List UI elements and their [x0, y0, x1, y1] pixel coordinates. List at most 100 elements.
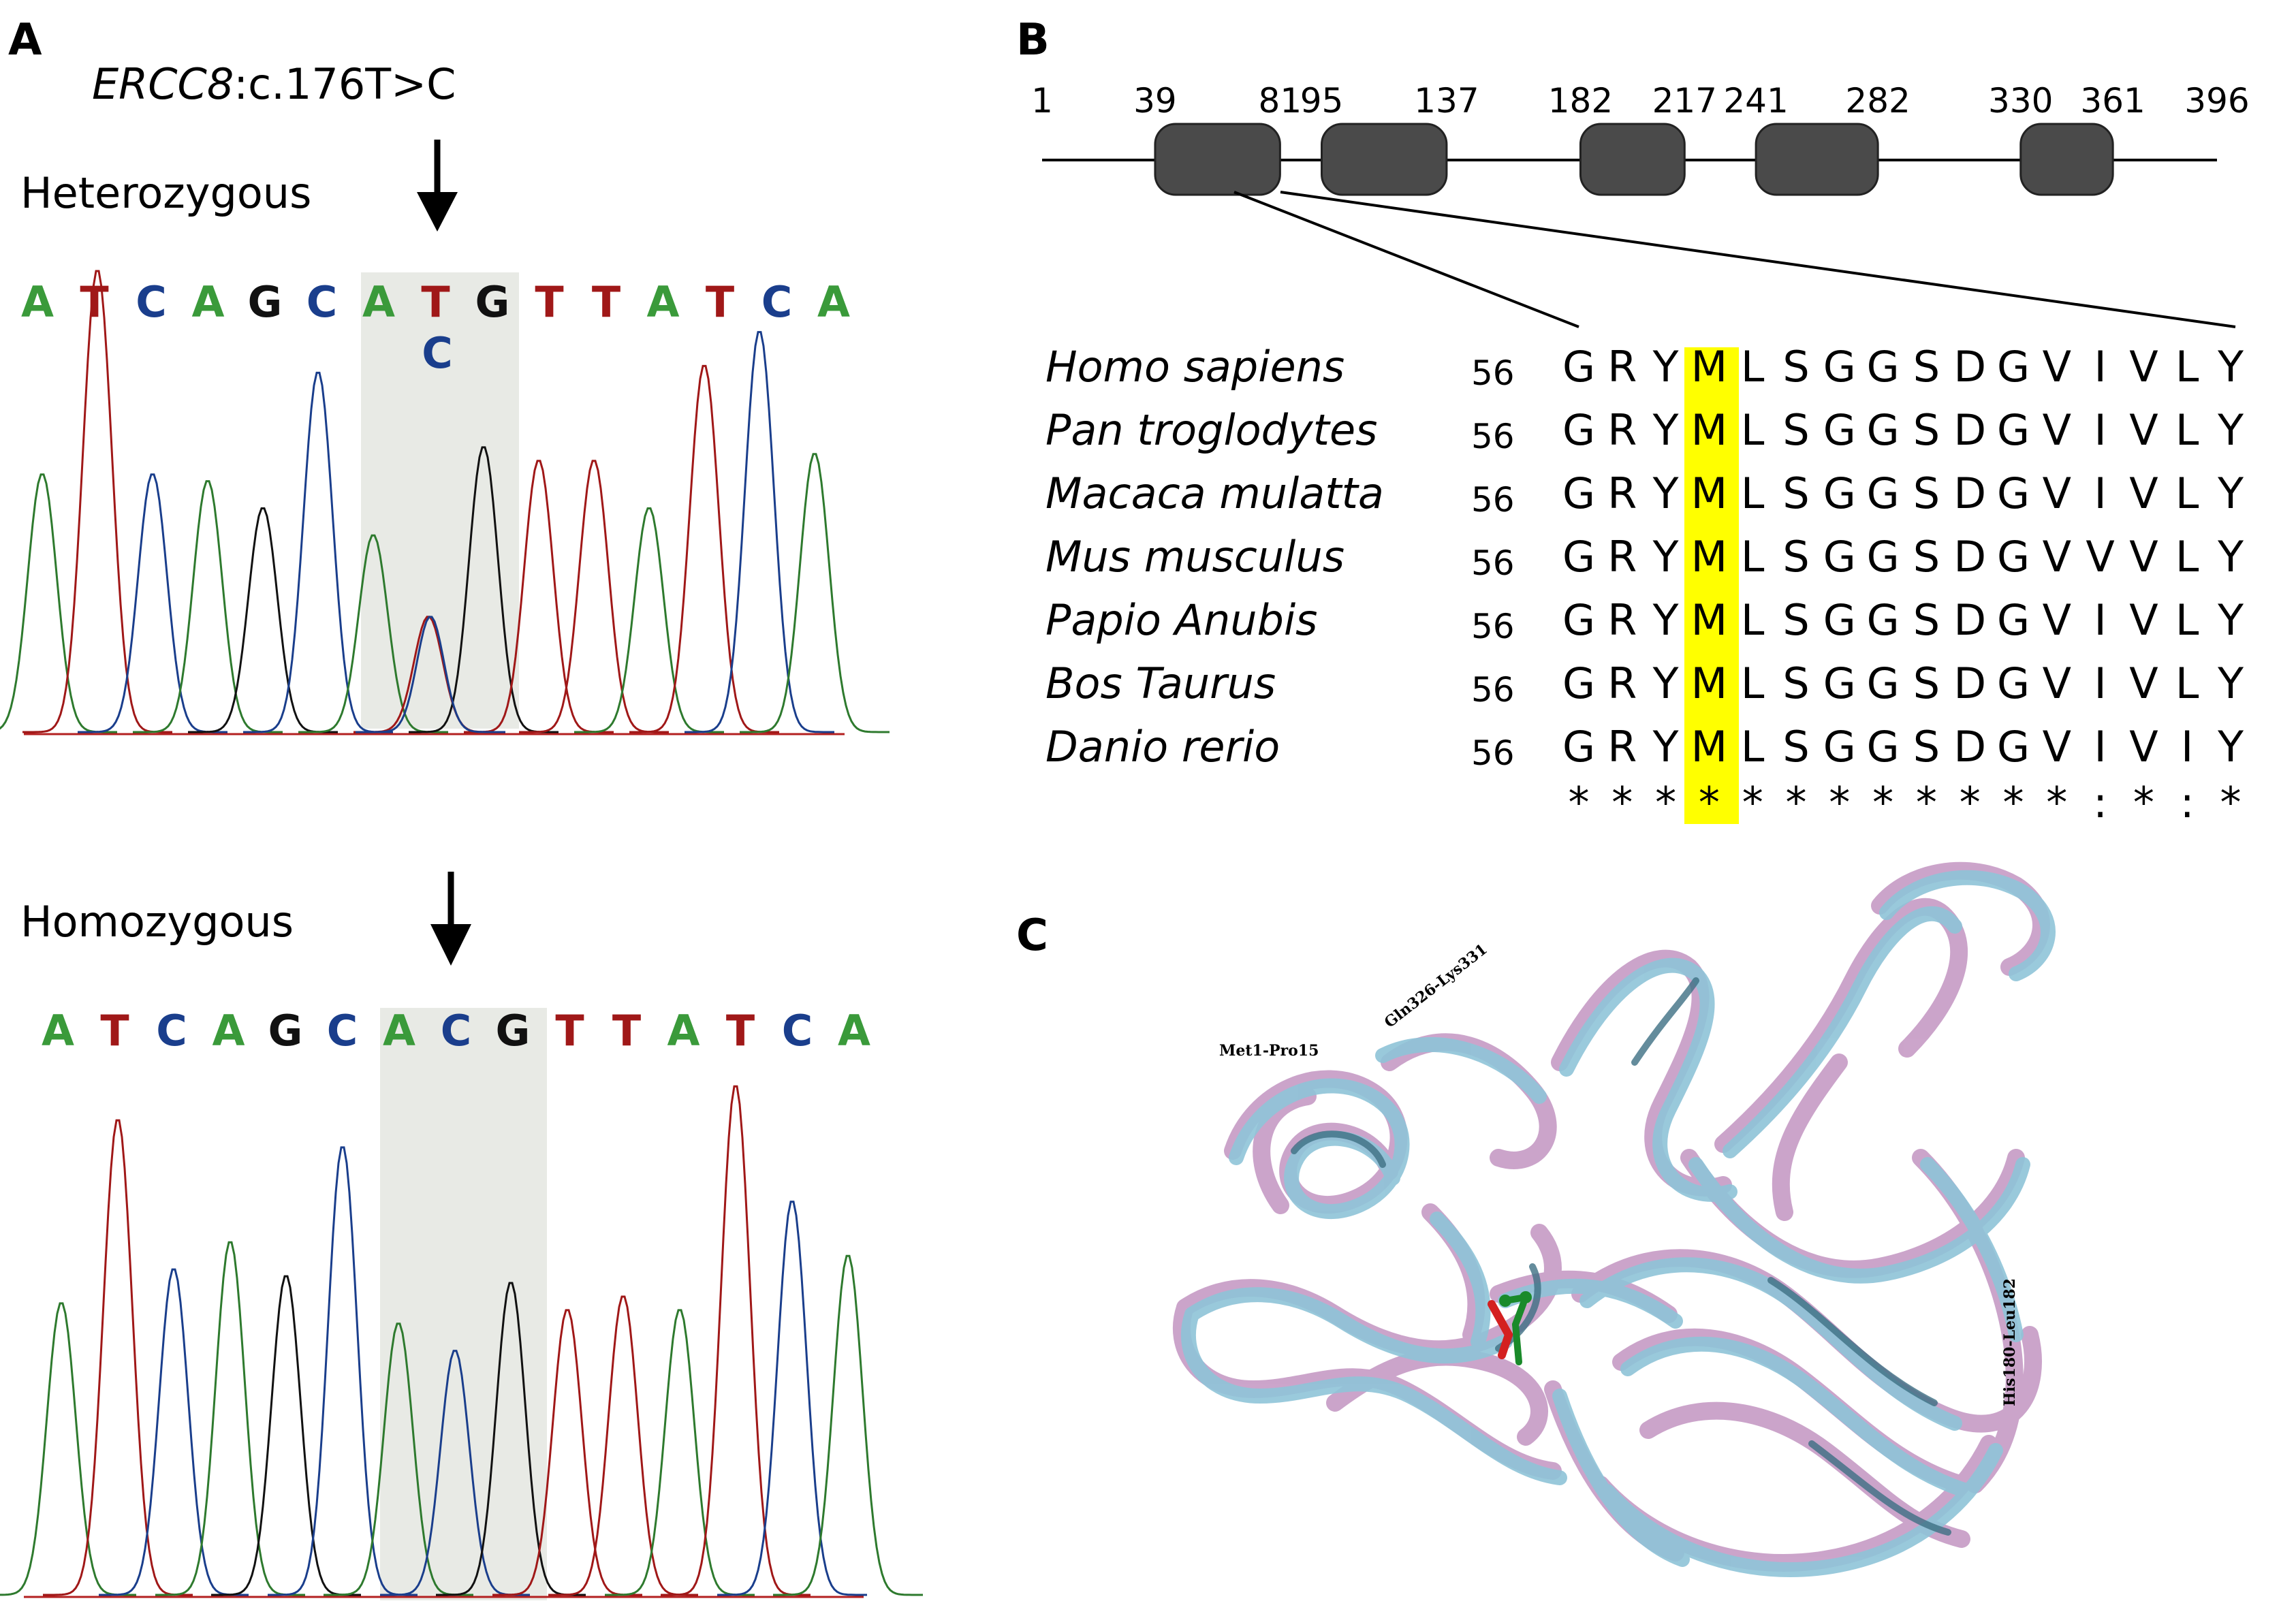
residue: R — [1607, 469, 1637, 518]
homozygous-base-call: A — [667, 1006, 700, 1056]
heterozygous-base-call: A — [21, 277, 54, 327]
residue: G — [1562, 532, 1595, 582]
conservation-mark: * — [1829, 778, 1850, 827]
arrow-down-icon — [417, 140, 458, 232]
residue: G — [1997, 595, 2030, 645]
homozygous-base-call: A — [838, 1006, 870, 1056]
heterozygous-base-call: G — [475, 277, 510, 327]
position-label: 396 — [2184, 81, 2249, 121]
homozygous-highlight — [380, 1008, 547, 1600]
residue: Y — [2217, 722, 2244, 772]
alignment-start: 56 — [1471, 670, 1515, 710]
residue: Y — [2217, 342, 2244, 392]
annotation-gln326-lys331: Gln326-Lys331 — [1381, 940, 1491, 1032]
residue: G — [1562, 342, 1595, 392]
residue: S — [1913, 722, 1940, 772]
protein-structure-overlay — [1173, 861, 2056, 1577]
residue: G — [1867, 532, 1900, 582]
homozygous-trace-peak — [211, 1275, 361, 1596]
heterozygous-base-call: T — [706, 277, 734, 327]
heterozygous-trace-peak — [22, 270, 172, 733]
residue: I — [2094, 405, 2106, 455]
residue: G — [1823, 595, 1856, 645]
homozygous-base-call: C — [156, 1006, 187, 1056]
residue: V — [2129, 342, 2158, 392]
panel-a-letter: A — [8, 15, 42, 65]
residue: V — [2129, 722, 2158, 772]
conservation-mark: * — [1872, 778, 1893, 827]
structure-model-b — [1181, 870, 2056, 1577]
heterozygous-base-call: T — [421, 277, 450, 327]
homozygous-trace-peak — [155, 1241, 305, 1596]
residue: V — [2129, 595, 2158, 645]
species-name: Pan troglodytes — [1045, 405, 1377, 455]
alignment-start: 56 — [1471, 607, 1515, 646]
wd-repeat-domain — [1579, 123, 1686, 196]
zoom-line-left — [1233, 191, 1579, 328]
residue: M — [1691, 532, 1728, 582]
alignment-start: 56 — [1471, 417, 1515, 456]
residue: D — [1953, 659, 1986, 708]
residue: G — [1562, 405, 1595, 455]
residue: Y — [2217, 469, 2244, 518]
residue: I — [2094, 595, 2106, 645]
residue: V — [2129, 532, 2158, 582]
position-label: 95 — [1300, 81, 1344, 121]
wd-repeat-domain — [1321, 123, 1448, 196]
residue: R — [1607, 659, 1637, 708]
residue: S — [1913, 532, 1940, 582]
residue: D — [1953, 469, 1986, 518]
homozygous-base-call: C — [327, 1006, 358, 1056]
residue: L — [2175, 659, 2199, 708]
residue: D — [1953, 405, 1986, 455]
residue: L — [1741, 722, 1765, 772]
residue: S — [1782, 469, 1809, 518]
heterozygous-base-call: A — [817, 277, 850, 327]
residue: V — [2043, 342, 2071, 392]
position-label: 81 — [1259, 81, 1302, 121]
heterozygous-trace-peak — [78, 473, 227, 733]
residue: L — [1741, 595, 1765, 645]
heterozygous-base-call: A — [647, 277, 680, 327]
heterozygous-base-call: T — [535, 277, 563, 327]
residue: Y — [1652, 469, 1679, 518]
homozygous-base-call: T — [726, 1006, 755, 1056]
residue: M — [1691, 469, 1728, 518]
heterozygous-trace-peak — [356, 616, 505, 733]
residue: L — [1741, 659, 1765, 708]
heterozygous-trace-peak — [740, 453, 890, 733]
residue: M — [1691, 659, 1728, 708]
position-label: 217 — [1652, 81, 1717, 121]
homozygous-trace-peak — [43, 1119, 193, 1596]
residue: D — [1953, 595, 1986, 645]
residue: S — [1782, 722, 1809, 772]
homozygous-trace-peak — [548, 1295, 698, 1596]
residue: V — [2043, 722, 2071, 772]
conservation-mark: * — [1960, 778, 1981, 827]
conservation-mark: * — [1655, 778, 1676, 827]
homozygous-base-call: T — [555, 1006, 584, 1056]
residue: G — [1867, 342, 1900, 392]
residue: I — [2181, 722, 2193, 772]
heterozygous-trace-peak — [133, 480, 283, 733]
residue: Y — [1652, 722, 1679, 772]
residue: Y — [1652, 405, 1679, 455]
variant-notation: :c.176T>C — [234, 59, 456, 109]
homozygous-trace-peak — [268, 1146, 418, 1596]
variant-label: ERCC8:c.176T>C — [92, 59, 456, 109]
homozygous-chromatogram — [0, 1085, 923, 1596]
residue: V — [2043, 405, 2071, 455]
residue: S — [1913, 342, 1940, 392]
species-name: Macaca mulatta — [1045, 469, 1384, 518]
homozygous-base-call: G — [496, 1006, 531, 1056]
residue: Y — [1652, 342, 1679, 392]
panel-b-letter: B — [1016, 15, 1050, 65]
homozygous-base-call: T — [100, 1006, 129, 1056]
residue: R — [1607, 342, 1637, 392]
residue: S — [1913, 405, 1940, 455]
residue: Y — [2217, 595, 2244, 645]
heterozygous-trace-peak — [188, 507, 338, 733]
residue: G — [1823, 532, 1856, 582]
heterozygous-base-call: A — [362, 277, 395, 327]
